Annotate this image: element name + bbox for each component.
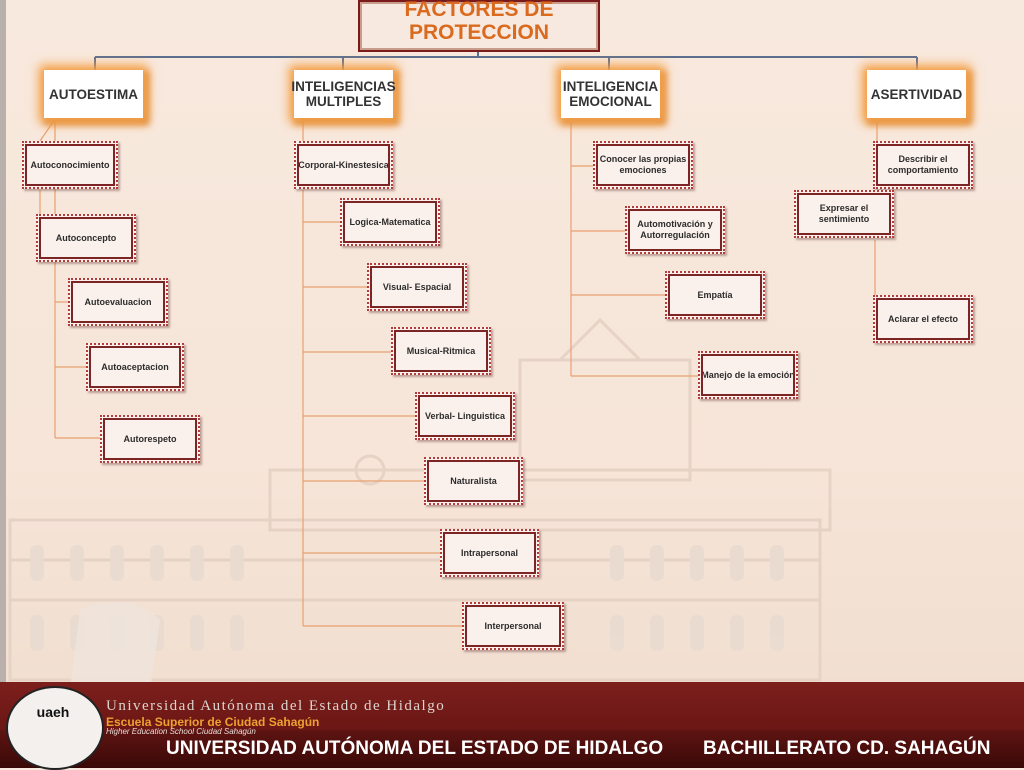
category-label: INTELIGENCIA EMOCIONAL — [562, 79, 659, 109]
node-conocer-emociones: Conocer las propias emociones — [593, 141, 693, 189]
category-label: AUTOESTIMA — [48, 86, 138, 102]
node-manejo-emocion: Manejo de la emoción — [698, 351, 798, 399]
branch-connectors — [39, 118, 878, 627]
node-autoconocimiento: Autoconocimiento — [22, 141, 118, 189]
category-inteligencias-multiples: INTELIGENCIAS MULTIPLES — [291, 70, 396, 118]
footer-bottom-band — [0, 730, 1024, 768]
node-logica-matematica: Logica-Matematica — [340, 198, 440, 246]
top-connectors — [94, 48, 918, 70]
category-asertividad: ASERTIVIDAD — [867, 70, 966, 118]
node-verbal-linguistica: Verbal- Linguistica — [415, 392, 515, 440]
node-autorespeto: Autorespeto — [100, 415, 200, 463]
node-describir-comportamiento: Describir el comportamiento — [873, 141, 973, 189]
category-inteligencia-emocional: INTELIGENCIA EMOCIONAL — [561, 70, 660, 118]
node-autoconcepto: Autoconcepto — [36, 214, 136, 262]
university-seal-icon — [6, 686, 104, 770]
category-autoestima: AUTOESTIMA — [44, 70, 143, 118]
left-edge — [0, 0, 6, 690]
footer-bottom-left: UNIVERSIDAD AUTÓNOMA DEL ESTADO DE HIDAL… — [166, 738, 664, 759]
node-empatia: Empatía — [665, 271, 765, 319]
category-label: ASERTIVIDAD — [870, 86, 963, 102]
diagram-title: FACTORES DE PROTECCION — [358, 0, 600, 52]
node-automotivacion: Automotivación y Autorregulación — [625, 206, 725, 254]
category-label: INTELIGENCIAS MULTIPLES — [291, 79, 396, 109]
node-interpersonal: Interpersonal — [462, 602, 564, 650]
node-aclarar-efecto: Aclarar el efecto — [873, 295, 973, 343]
node-naturalista: Naturalista — [424, 457, 523, 505]
node-autoaceptacion: Autoaceptacion — [86, 343, 184, 391]
footer-university-name: Universidad Autónoma del Estado de Hidal… — [106, 698, 446, 714]
footer-school-english: Higher Education School Ciudad Sahagún — [106, 727, 256, 736]
node-autoevaluacion: Autoevaluacion — [68, 278, 168, 326]
footer-school-name: Escuela Superior de Ciudad Sahagún — [106, 715, 320, 729]
seal-text: uaeh — [36, 704, 70, 720]
node-visual-espacial: Visual- Espacial — [367, 263, 467, 311]
node-musical-ritmica: Musical-Ritmica — [391, 327, 491, 375]
footer-bottom-right: BACHILLERATO CD. SAHAGÚN — [703, 738, 991, 759]
building-watermark — [8, 317, 832, 690]
node-intrapersonal: Intrapersonal — [440, 529, 539, 577]
diagram-title-text: FACTORES DE PROTECCION — [404, 0, 554, 44]
node-expresar-sentimiento: Expresar el sentimiento — [794, 190, 894, 238]
node-corporal-kinestesica: Corporal-Kinestesica — [294, 141, 393, 189]
